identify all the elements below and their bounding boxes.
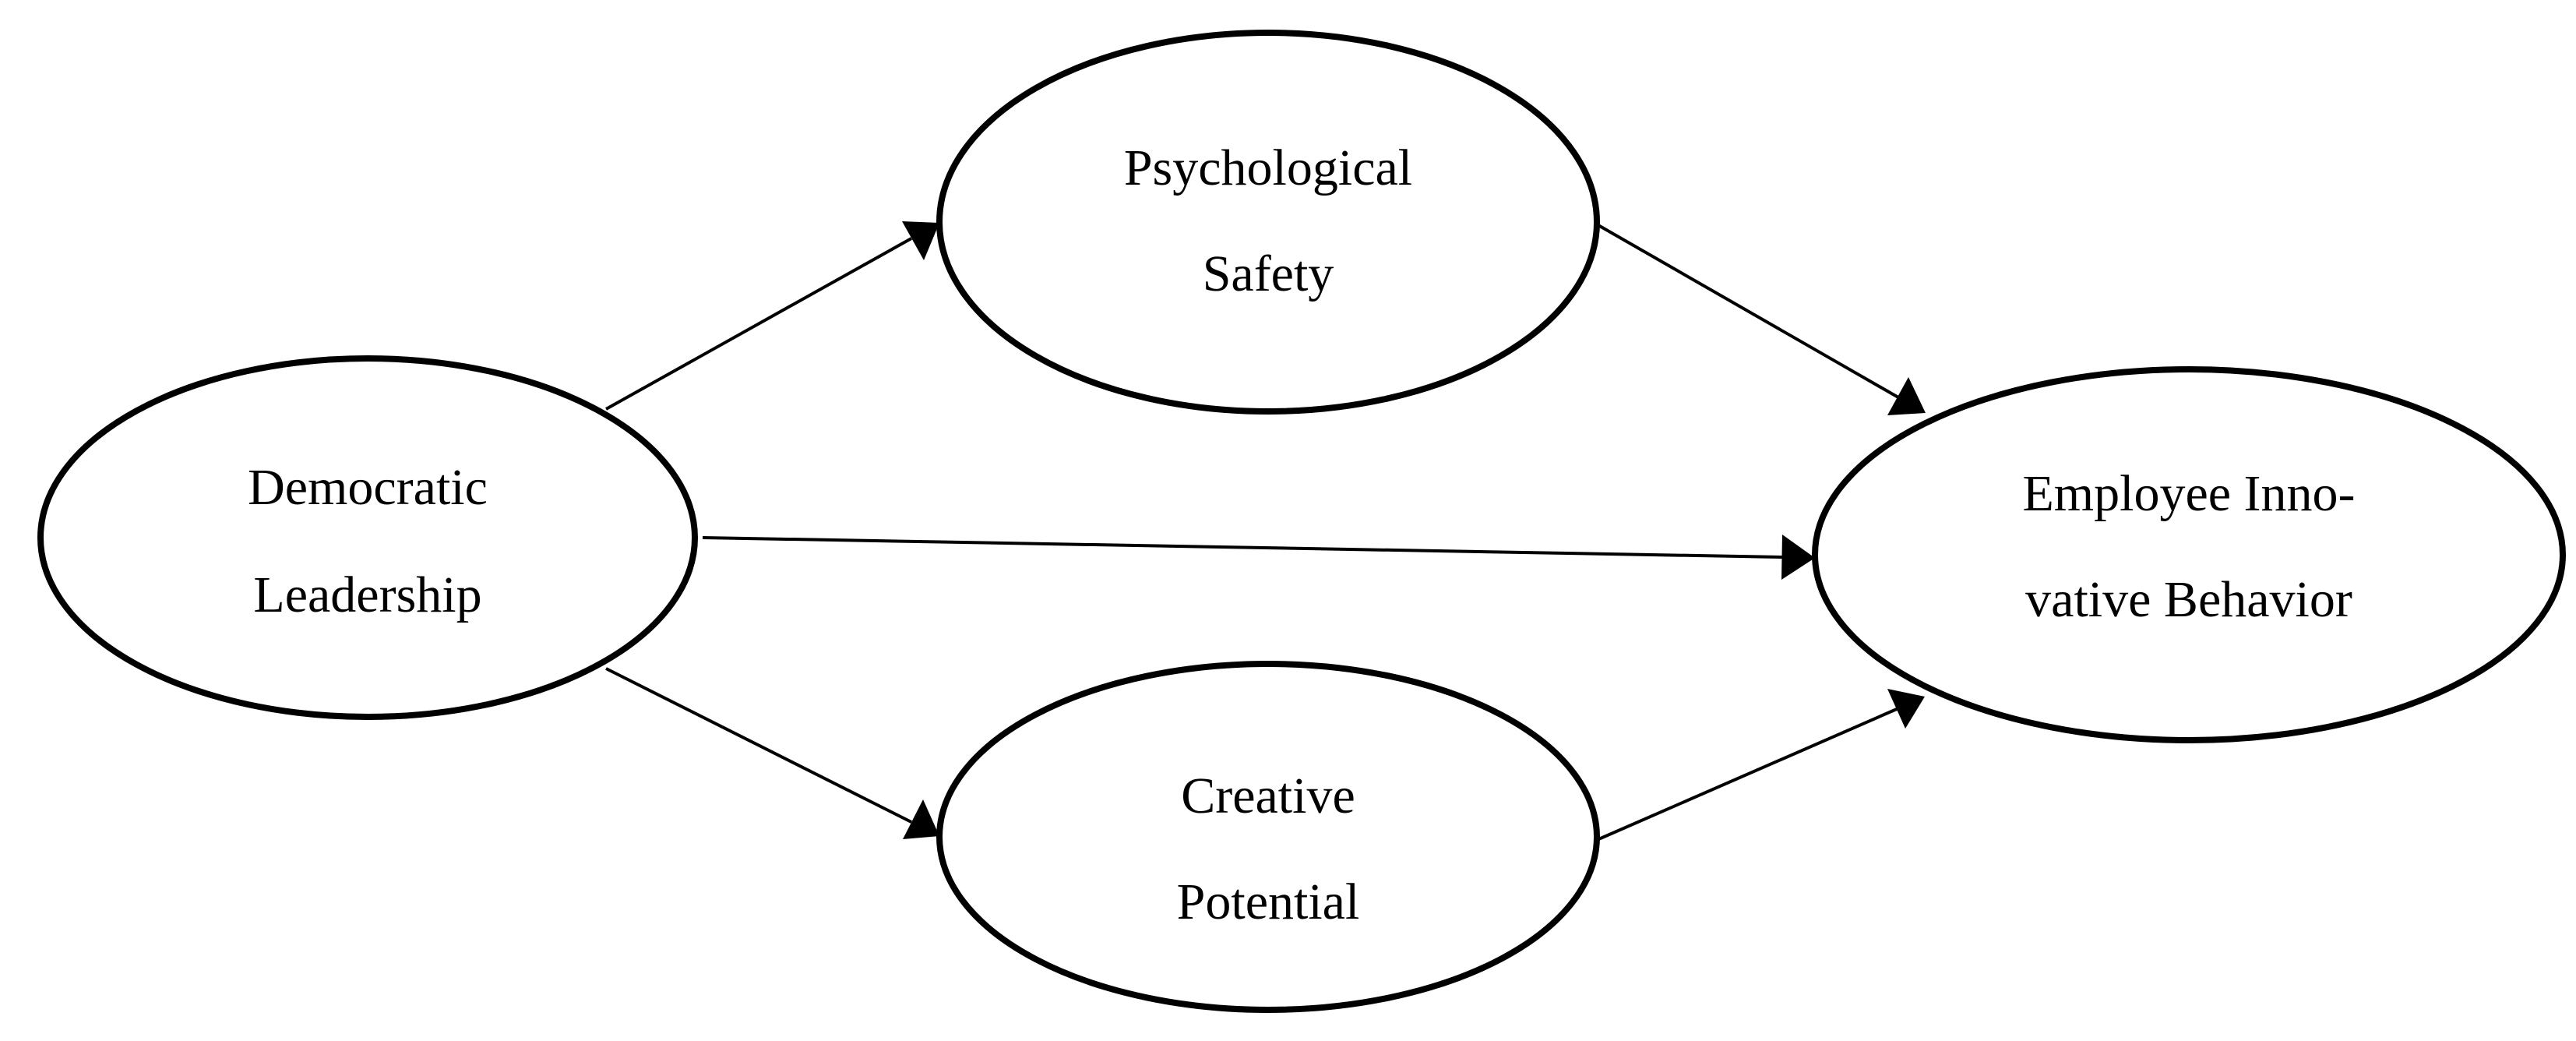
node-ellipse <box>936 30 1600 415</box>
edge-democratic-to-psychological <box>605 221 939 411</box>
edge-psychological-to-employee <box>1596 223 1926 415</box>
node-ellipse <box>936 661 1600 1013</box>
edge-democratic-to-employee <box>702 535 1815 580</box>
arrowhead-psychological <box>902 221 939 260</box>
node-label-line2: vative Behavior <box>2025 571 2352 628</box>
node-ellipse <box>37 355 698 720</box>
node-democratic-leadership: Democratic Leadership <box>37 355 698 720</box>
node-label-line1: Psychological <box>1124 139 1412 196</box>
node-label-line2: Leadership <box>253 566 481 623</box>
edges <box>605 221 1926 842</box>
arrowhead-creative <box>903 799 939 839</box>
node-label-line1: Democratic <box>248 459 488 516</box>
node-label-line1: Creative <box>1181 768 1355 824</box>
node-label-line2: Potential <box>1177 873 1360 930</box>
node-employee-innovative-behavior: Employee Inno- vative Behavior <box>1812 366 2566 743</box>
arrowhead-employee-direct <box>1781 535 1815 580</box>
arrowhead-employee-top <box>1887 377 1926 415</box>
node-creative-potential: Creative Potential <box>936 661 1600 1013</box>
node-label-line1: Employee Inno- <box>2022 465 2355 522</box>
edge-creative-to-employee <box>1596 689 1925 842</box>
edge-democratic-to-creative <box>605 667 939 839</box>
node-label-line2: Safety <box>1203 245 1334 302</box>
node-psychological-safety: Psychological Safety <box>936 30 1600 415</box>
node-ellipse <box>1812 366 2566 743</box>
arrowhead-employee-bottom <box>1887 689 1925 729</box>
